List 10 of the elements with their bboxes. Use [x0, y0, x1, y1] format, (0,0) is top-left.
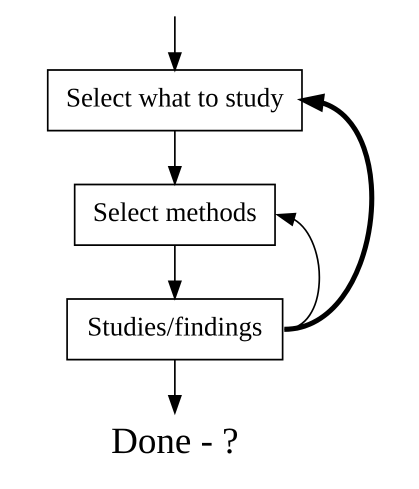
node-box: Select methods	[73, 184, 276, 246]
arrow	[274, 212, 320, 330]
node-text: Done - ?	[110, 421, 238, 462]
arrow	[167, 131, 182, 186]
arrow	[167, 246, 182, 301]
node-box: Select what to study	[46, 69, 302, 132]
arrow	[167, 360, 182, 416]
arrow	[283, 94, 374, 332]
arrow	[167, 16, 182, 72]
node-box: Studies/findings	[66, 298, 283, 360]
